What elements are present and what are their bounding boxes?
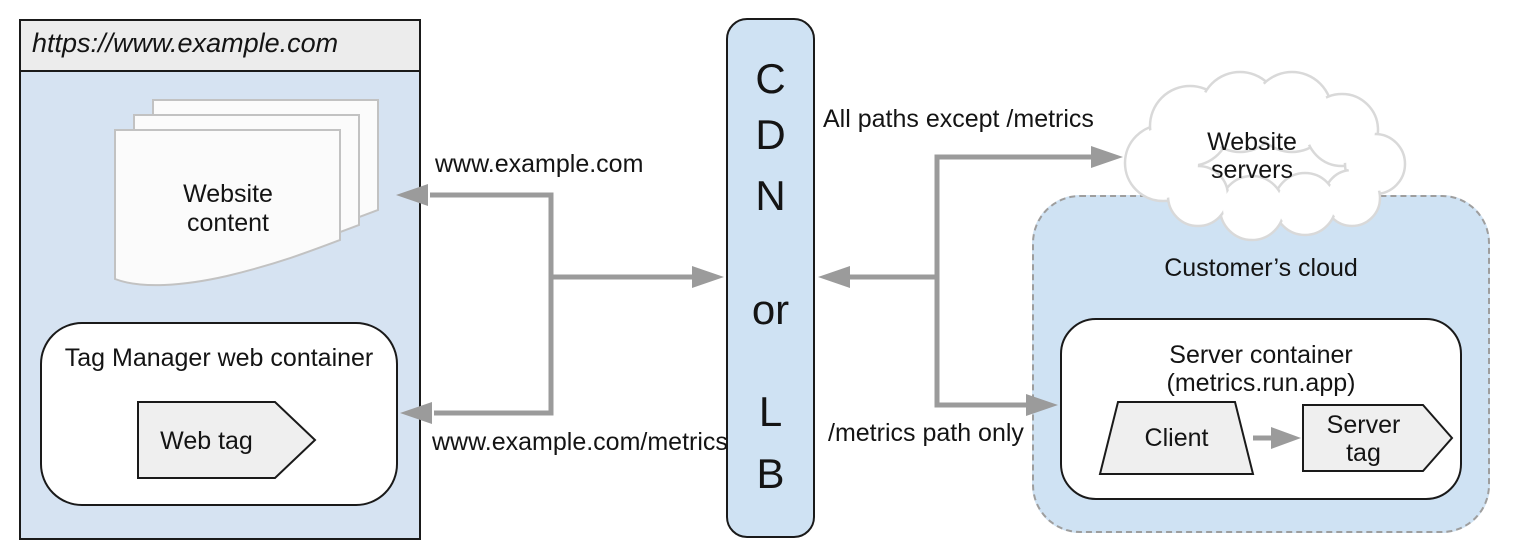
arrowhead-to-cdn-left-icon [692,266,724,288]
cdn-letter-n: N [755,172,786,219]
server-tag-label: Server tag [1326,411,1401,467]
left-bracket-line [430,192,554,416]
server-container-title: Server container (metrics.run.app) [1166,341,1356,397]
web-tag-label: Web tag [160,427,253,455]
browser-title-bar [21,21,419,72]
route-label-metrics-path-only: /metrics path only [828,419,1024,447]
cdn-or-label: or [751,286,790,333]
cdn-letter-c: C [755,55,786,102]
client-label: Client [1144,424,1209,452]
website-content-label: Website content [183,180,273,237]
route-label-www-example-com: www.example.com [435,150,644,178]
lb-letter-l: L [758,388,783,435]
customer-cloud-title: Customer’s cloud [1164,254,1358,282]
tag-manager-container-title: Tag Manager web container [64,344,374,372]
left-connector-arrowheads [396,184,724,424]
website-servers-label: Website servers [1207,128,1297,184]
arrowhead-to-cdn-right-icon [818,266,850,288]
cdn-or-lb-box [726,18,815,538]
cdn-letter-d: D [755,111,786,158]
arrowhead-to-website-servers-icon [1091,146,1123,168]
left-connector-lines [430,192,694,416]
route-label-www-example-com-metrics: www.example.com/metrics [432,428,728,456]
lb-letter-b: B [756,450,785,497]
route-label-all-paths-except-metrics: All paths except /metrics [823,105,1094,133]
browser-url-title: https://www.example.com [32,28,339,58]
